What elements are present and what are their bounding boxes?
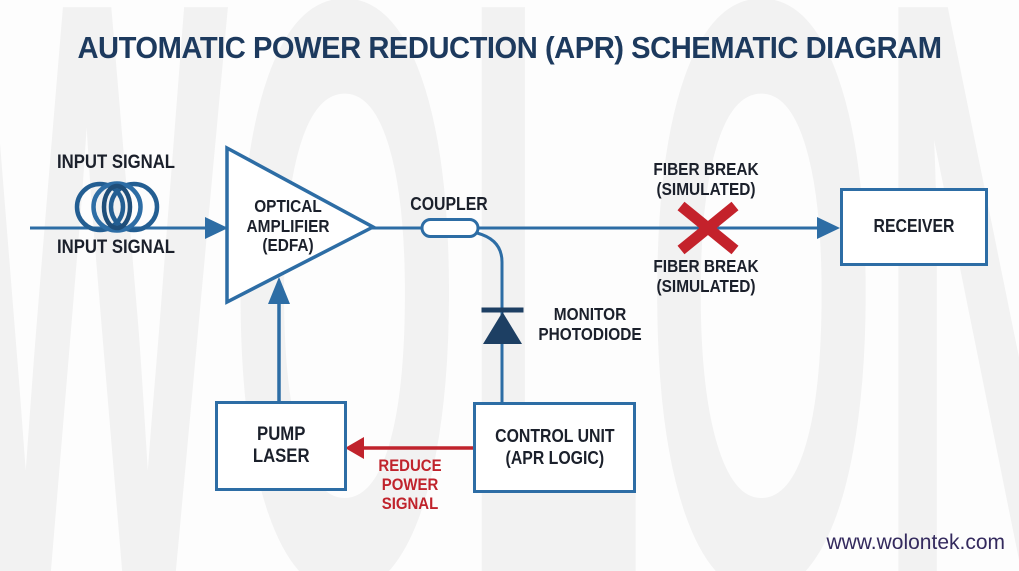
- fiber-break-label-top: FIBER BREAK (SIMULATED): [644, 159, 767, 199]
- page-title: AUTOMATIC POWER REDUCTION (APR) SCHEMATI…: [77, 30, 942, 65]
- input-arrowhead: [205, 217, 228, 239]
- optical-amplifier-label: OPTICAL AMPLIFIER (EDFA): [235, 196, 341, 256]
- pump-laser-line1: PUMP: [256, 423, 306, 445]
- pump-laser-label: PUMP LASER: [253, 424, 310, 469]
- optical-amplifier-triangle: [225, 145, 377, 305]
- reduce-power-signal-label: REDUCE POWER SIGNAL: [366, 456, 454, 513]
- reduce-power-line2: POWER: [381, 475, 439, 495]
- monitor-photodiode-line2: PHOTODIODE: [538, 323, 642, 344]
- reduce-power-line3: SIGNAL: [381, 494, 439, 514]
- receiver-label: RECEIVER: [873, 216, 955, 237]
- input-signal-label-bottom: INPUT SIGNAL: [57, 237, 175, 258]
- fiber-break-bottom-line1: FIBER BREAK: [653, 256, 759, 276]
- coupler-label: COUPLER: [410, 194, 488, 214]
- optical-amplifier-line3: (EDFA): [262, 235, 314, 256]
- fiber-break-bottom-line2: (SIMULATED): [656, 275, 756, 296]
- control-unit-box: CONTROL UNIT (APR LOGIC): [473, 402, 636, 493]
- fiber-break-top-line2: (SIMULATED): [656, 178, 756, 199]
- reduce-power-line1: REDUCE: [378, 456, 442, 475]
- website-link: www.wolontek.com: [826, 531, 1005, 554]
- fiber-break-x-icon: [677, 201, 739, 255]
- fiber-break-top-line1: FIBER BREAK: [653, 159, 759, 179]
- input-signal-label-top: INPUT SIGNAL: [57, 152, 175, 173]
- optical-amplifier-line1: OPTICAL: [254, 196, 322, 216]
- photodiode-icon: [481, 307, 524, 344]
- monitor-tap-line: [476, 231, 504, 402]
- control-unit-label: CONTROL UNIT (APR LOGIC): [495, 426, 614, 468]
- pump-laser-line2: LASER: [252, 446, 310, 467]
- fiber-coil-icon: [74, 181, 160, 233]
- monitor-photodiode-label: MONITOR PHOTODIODE: [528, 304, 651, 344]
- receiver-arrowhead: [817, 217, 840, 239]
- fiber-break-label-bottom: FIBER BREAK (SIMULATED): [644, 256, 767, 296]
- optical-amplifier-line2: AMPLIFIER: [246, 215, 330, 236]
- control-unit-line1: CONTROL UNIT: [494, 426, 615, 447]
- pump-arrowhead: [268, 277, 290, 304]
- coupler-symbol: [420, 218, 480, 238]
- pump-laser-box: PUMP LASER: [215, 401, 347, 491]
- reduce-power-arrowhead: [345, 437, 364, 459]
- monitor-photodiode-line1: MONITOR: [553, 304, 627, 324]
- control-unit-line2: (APR LOGIC): [505, 447, 604, 468]
- receiver-box: RECEIVER: [840, 188, 988, 266]
